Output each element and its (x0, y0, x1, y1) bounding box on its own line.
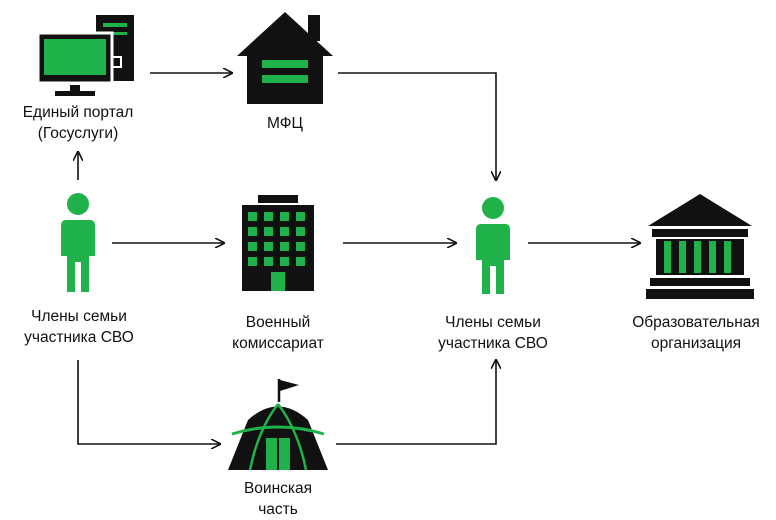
portal-label: Единый портал (Госуслуги) (22, 104, 134, 142)
person-icon (61, 193, 95, 292)
institution-icon (646, 194, 754, 299)
military-tent-icon (228, 379, 328, 471)
commissariat-label: Военный комиссариат (232, 314, 324, 352)
arrow-family-to-unit (77, 360, 220, 444)
person-icon (476, 197, 510, 294)
office-building-icon (242, 195, 314, 291)
computer-icon (36, 15, 134, 96)
family-left-label: Члены семьи участника СВО (24, 308, 134, 346)
family-mid-label: Члены семьи участника СВО (438, 314, 548, 352)
education-label: Образовательная организация (632, 314, 760, 352)
mfc-label: МФЦ (267, 115, 303, 132)
arrow-mfc-to-family (338, 72, 496, 180)
house-icon (237, 12, 333, 104)
arrow-unit-to-family (336, 360, 496, 445)
unit-label: Воинская часть (243, 480, 313, 518)
